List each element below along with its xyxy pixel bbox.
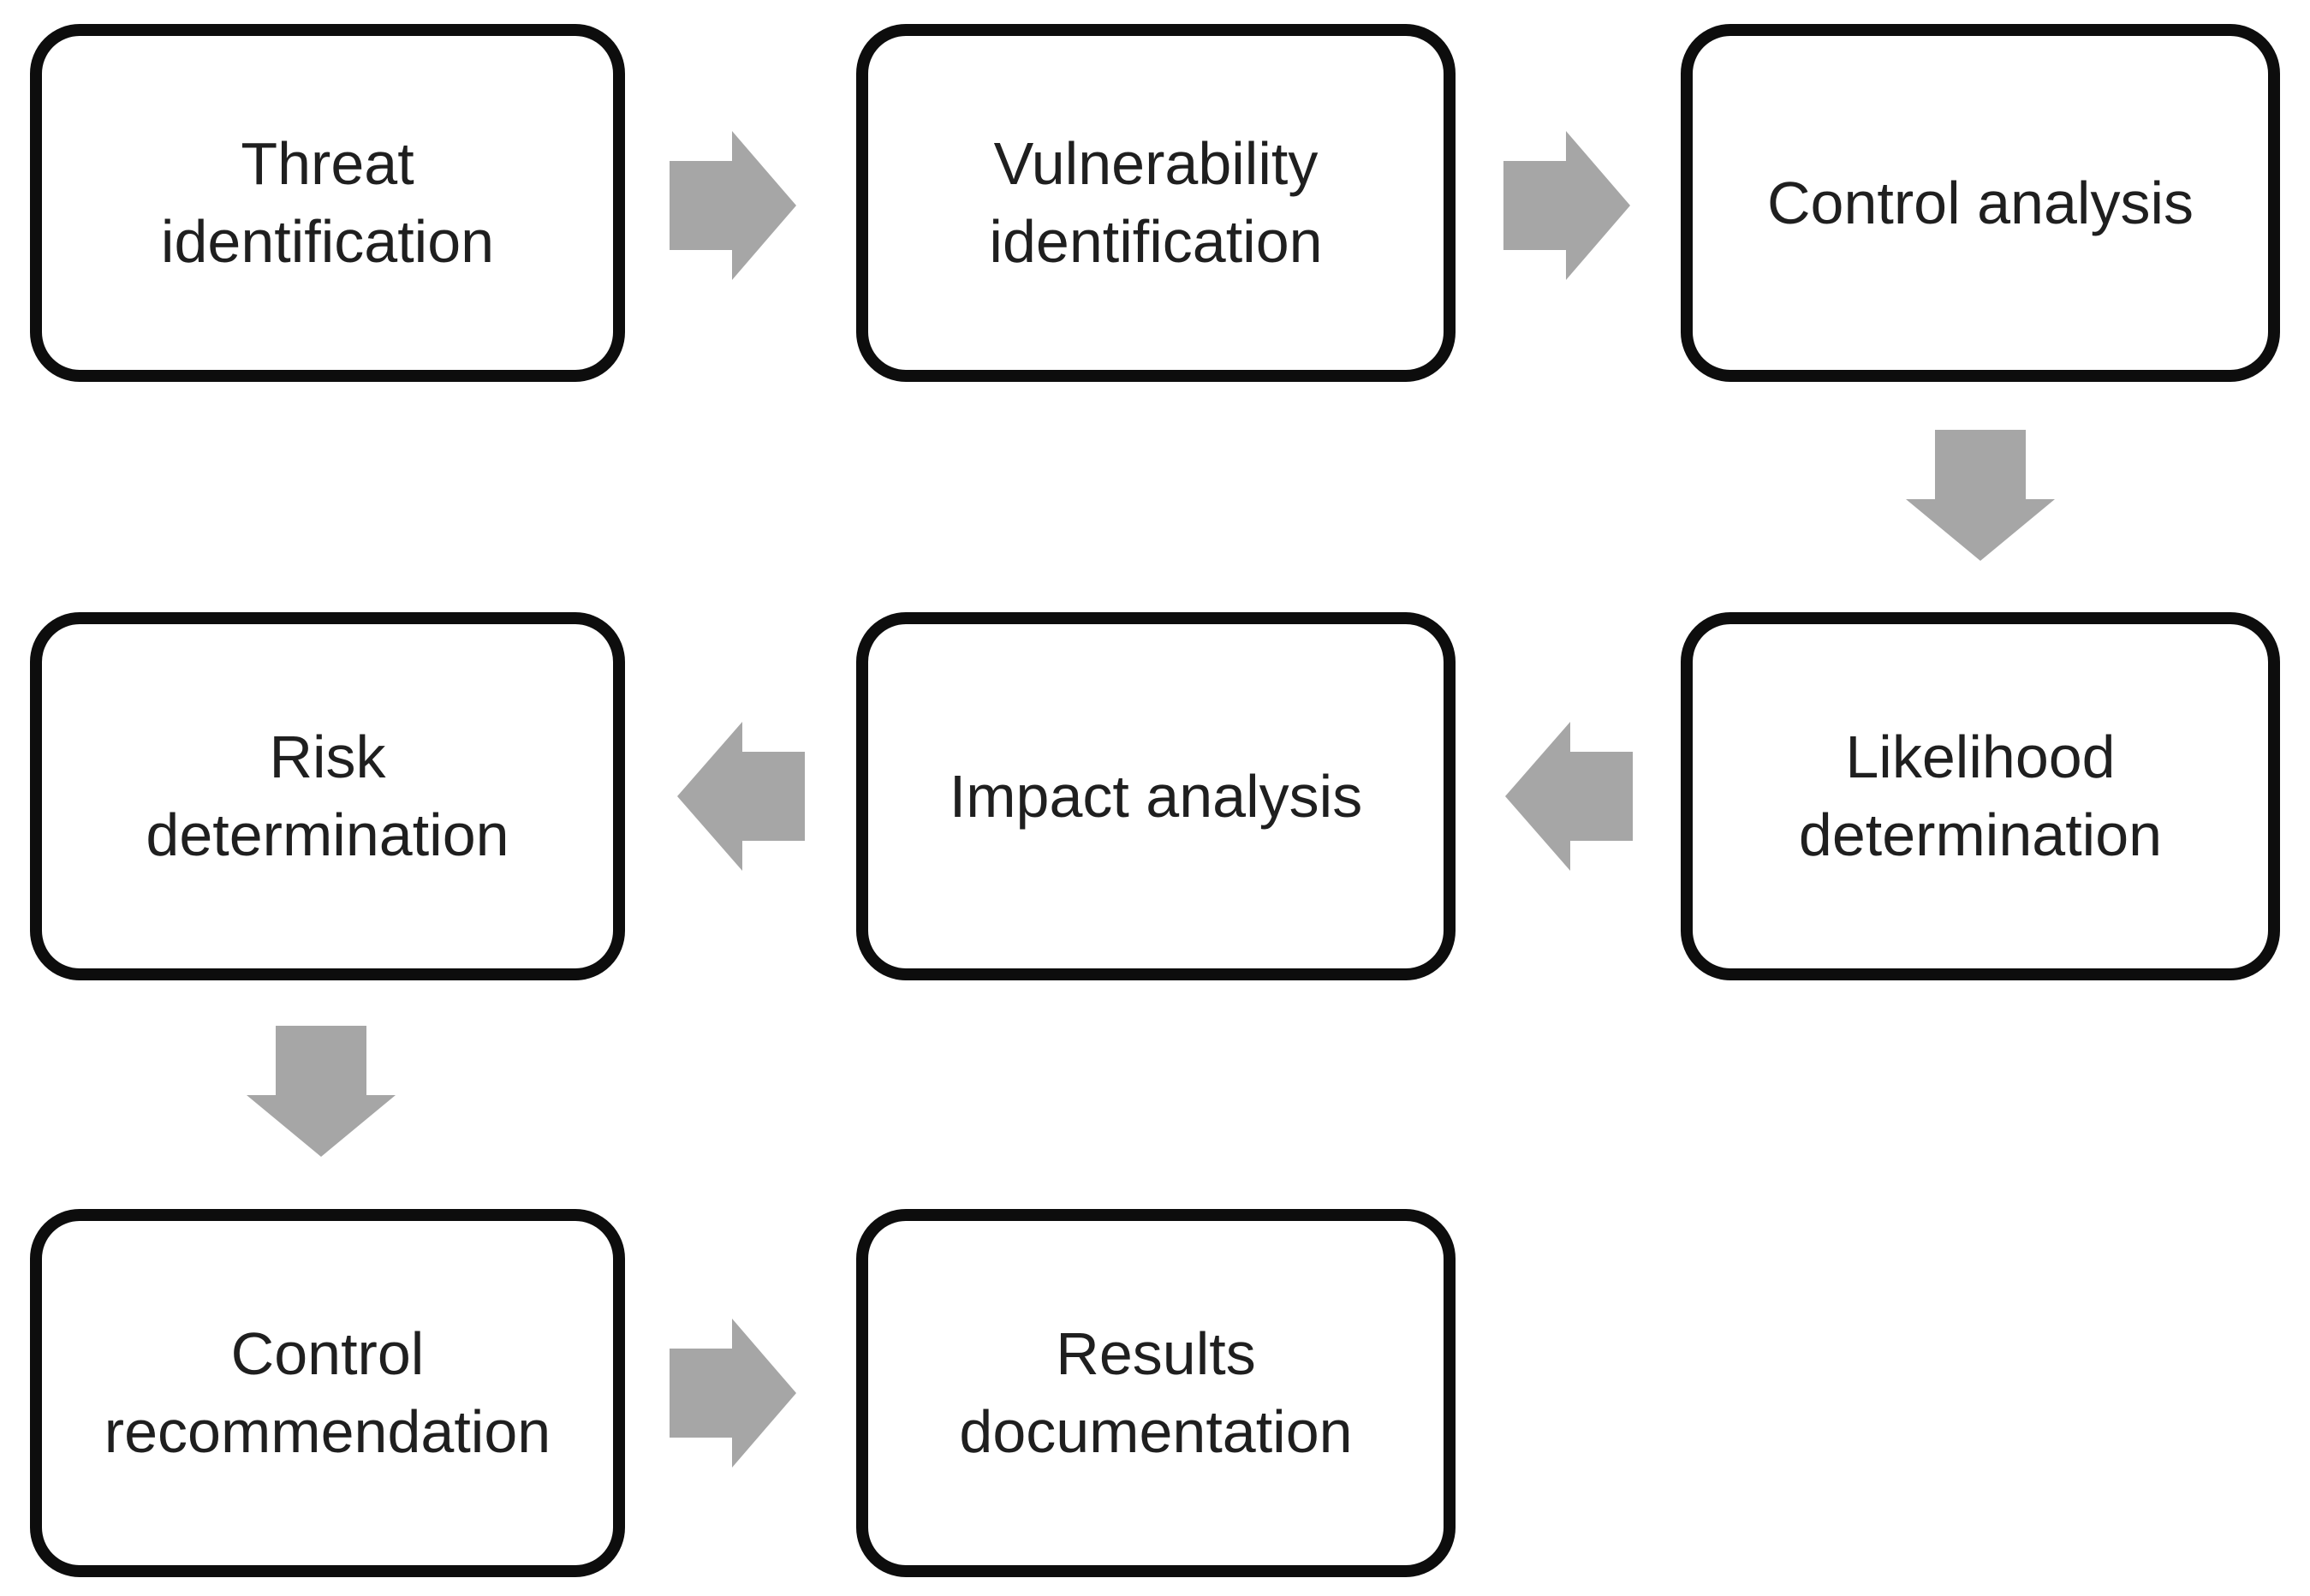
node-label: Control recommendation xyxy=(104,1320,551,1465)
arrow-down-icon xyxy=(1906,430,2055,561)
node-risk-determination: Risk determination xyxy=(30,612,625,980)
node-label: Results documentation xyxy=(959,1320,1353,1465)
arrow-down-icon xyxy=(247,1026,396,1157)
arrow-left-icon xyxy=(1505,722,1633,871)
node-control-analysis: Control analysis xyxy=(1681,24,2280,382)
node-control-recommendation: Control recommendation xyxy=(30,1209,625,1577)
node-label: Risk determination xyxy=(146,724,509,868)
node-threat-identification: Threat identification xyxy=(30,24,625,382)
arrow-right-icon xyxy=(670,131,796,280)
arrow-right-icon xyxy=(670,1319,796,1468)
node-vulnerability-identification: Vulnerability identification xyxy=(856,24,1456,382)
node-results-documentation: Results documentation xyxy=(856,1209,1456,1577)
node-label: Control analysis xyxy=(1767,169,2194,236)
node-likelihood-determination: Likelihood determination xyxy=(1681,612,2280,980)
node-impact-analysis: Impact analysis xyxy=(856,612,1456,980)
node-label: Vulnerability identification xyxy=(989,130,1323,275)
node-label: Threat identification xyxy=(160,130,495,275)
node-label: Impact analysis xyxy=(949,762,1363,830)
arrow-left-icon xyxy=(677,722,805,871)
arrow-right-icon xyxy=(1503,131,1630,280)
node-label: Likelihood determination xyxy=(1798,724,2163,868)
